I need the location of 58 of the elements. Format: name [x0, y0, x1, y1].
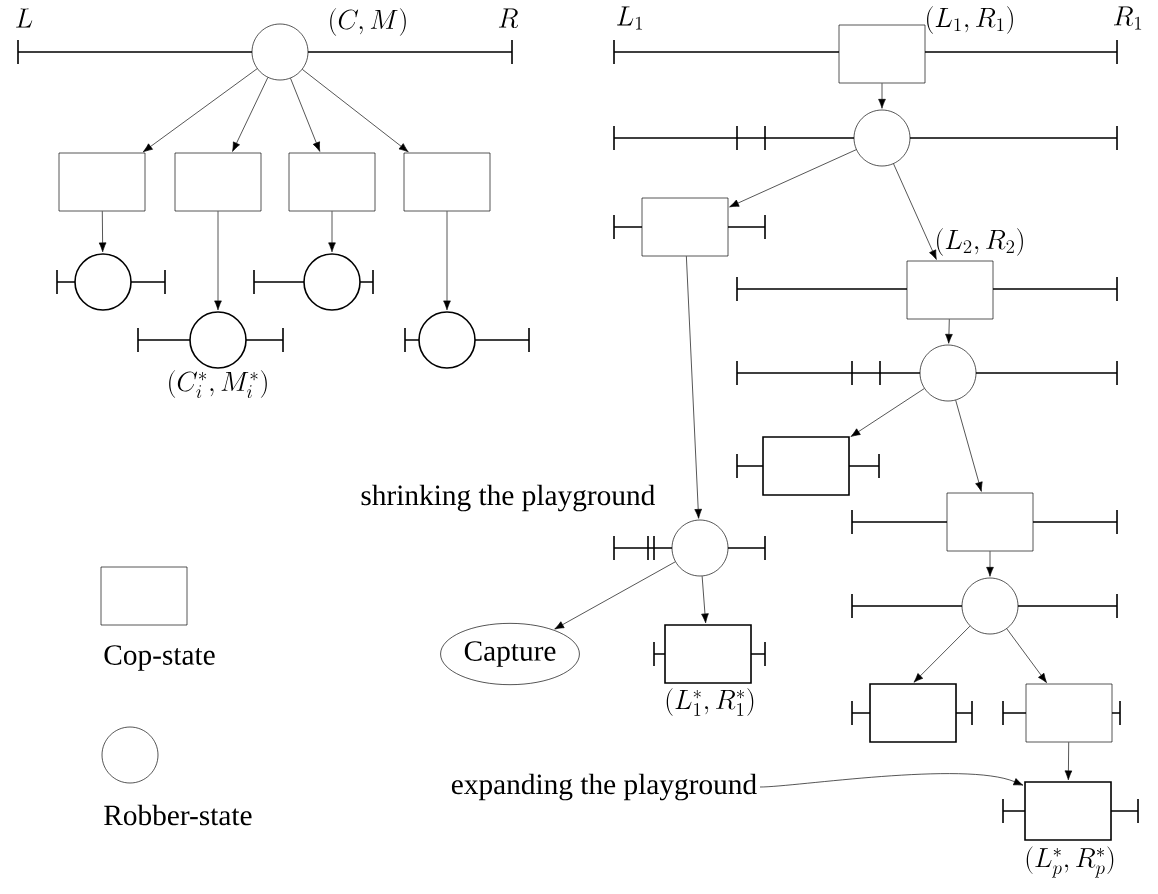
- state-box: [58, 152, 146, 212]
- state-box: [1024, 781, 1112, 841]
- state-circle: [303, 253, 361, 311]
- state-box: [869, 683, 957, 743]
- state-circle: [418, 311, 476, 369]
- state-box: [946, 492, 1034, 552]
- arrow: [302, 69, 409, 153]
- state-circle: [961, 577, 1019, 635]
- leader-line: [759, 773, 1024, 788]
- endpoint-label: $L$: [16, 8, 33, 28]
- state-box: [174, 152, 262, 212]
- endpoint-label: $L_1$: [617, 6, 643, 30]
- arrow: [701, 575, 709, 624]
- legend-entry: Cop-state: [100, 566, 215, 671]
- state-box: [762, 436, 850, 496]
- arrow: [986, 551, 994, 577]
- state-label: $(C, M)$: [330, 8, 406, 36]
- arrow: [98, 211, 107, 253]
- state-circle: [189, 311, 247, 369]
- arrow: [729, 149, 857, 208]
- annotation-text: expanding the playground: [451, 773, 757, 801]
- state-label: $(L_2, R_2)$: [937, 228, 1023, 256]
- arrow: [290, 77, 321, 152]
- arrow: [214, 211, 222, 311]
- arrow: [878, 83, 886, 109]
- state-box: [906, 260, 994, 320]
- annotation-text: shrinking the playground: [361, 484, 655, 512]
- arrow: [443, 211, 451, 311]
- arrow: [328, 211, 336, 253]
- arrow: [686, 256, 702, 519]
- arrow: [913, 625, 971, 683]
- state-circle: [919, 344, 977, 402]
- endpoint-label: $R$: [498, 8, 519, 29]
- state-box: [288, 152, 376, 212]
- state-box: [838, 24, 926, 84]
- state-label: $(L_p^*, R_p^*)$: [1026, 846, 1114, 878]
- arrow: [232, 77, 269, 152]
- arrow: [893, 163, 937, 260]
- state-circle: [251, 23, 309, 81]
- arrow: [955, 399, 983, 492]
- state-box: [1025, 683, 1113, 743]
- state-circle: [671, 519, 729, 577]
- state-box: [403, 152, 491, 212]
- state-box: [641, 197, 729, 257]
- arrow: [142, 68, 258, 153]
- legend-entry: Robber-state: [101, 726, 252, 826]
- arrow: [1064, 742, 1073, 781]
- endpoint-label: $R_1$: [1113, 6, 1142, 30]
- arrow: [850, 388, 925, 437]
- state-box: [664, 624, 752, 684]
- state-circle: [853, 109, 911, 167]
- state-circle: [74, 253, 132, 311]
- state-label: $(C_i^*, M_i^*)$: [169, 370, 267, 398]
- arrow: [1006, 628, 1047, 683]
- state-label: $(L_1, R_1)$: [927, 6, 1013, 34]
- state-label: $(L_1^*, R_1^*)$: [666, 688, 754, 716]
- arrow: [554, 561, 676, 630]
- arrow: [945, 319, 953, 344]
